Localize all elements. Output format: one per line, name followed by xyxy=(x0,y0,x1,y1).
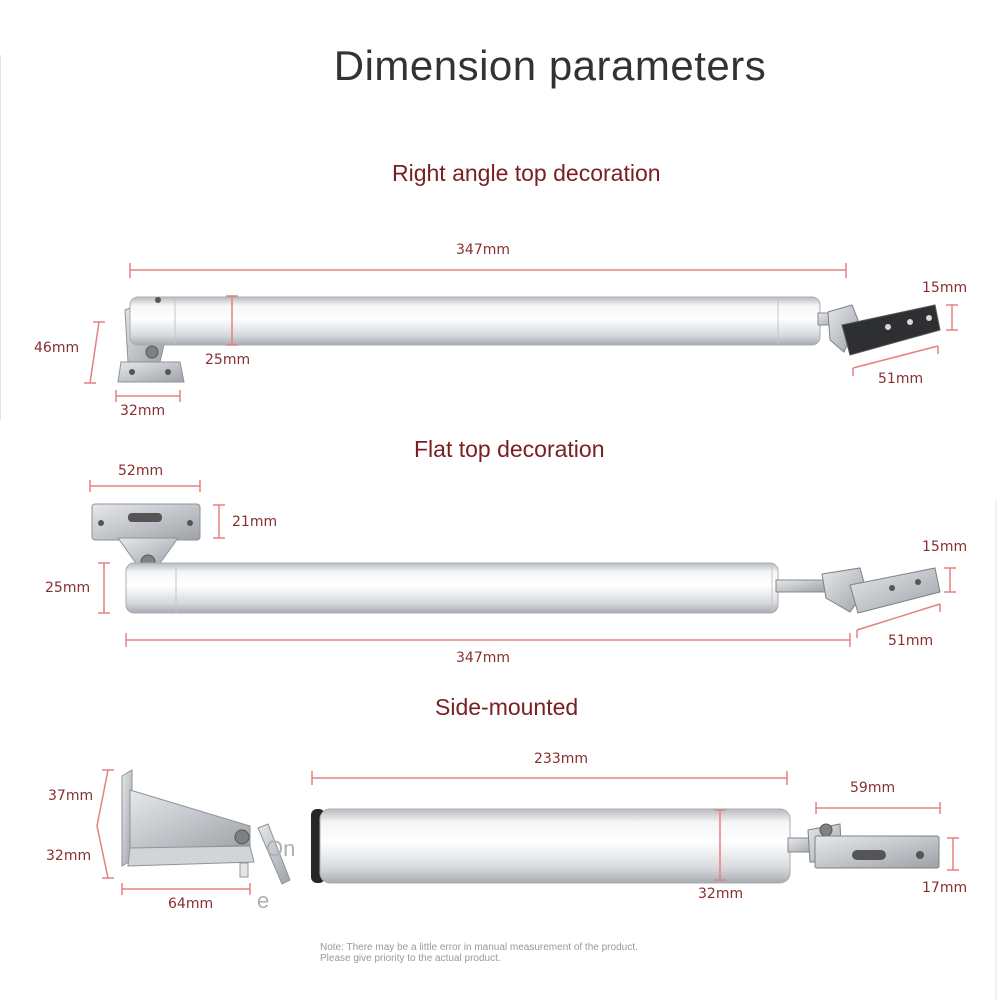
note-line: Note: There may be a little error in man… xyxy=(320,942,638,953)
plate-slot xyxy=(128,513,162,522)
screw-hole xyxy=(916,851,924,859)
pivot-bolt xyxy=(819,823,833,837)
watermark-text: e xyxy=(257,888,270,913)
note-line: Please give priority to the actual produ… xyxy=(320,953,501,964)
right-angle-dimension-lines xyxy=(84,263,958,402)
measurement-note: Note: There may be a little error in man… xyxy=(320,942,638,964)
flat-top-product xyxy=(91,503,941,614)
dim-plate-height: 21mm xyxy=(232,514,278,530)
heading-side-mounted: Side-mounted xyxy=(435,694,579,720)
side-mounted-product xyxy=(121,769,940,885)
side-mount-pin xyxy=(239,862,249,878)
screw-hole xyxy=(907,319,913,325)
dim-bracket-upper: 37mm xyxy=(48,788,94,804)
plate-slot xyxy=(852,850,886,860)
dim-end-width: 51mm xyxy=(888,633,934,649)
screw-hole xyxy=(885,324,891,330)
dim-bracket-width: 32mm xyxy=(120,403,166,419)
screw-hole xyxy=(98,520,104,526)
page-title: Dimension parameters xyxy=(333,42,767,89)
dim-end-height: 15mm xyxy=(922,539,968,555)
dim-tube-diameter: 25mm xyxy=(45,580,91,596)
dim-bracket-lower: 32mm xyxy=(46,848,92,864)
end-bracket-plate xyxy=(849,567,941,614)
flat-top-dimension-lines xyxy=(89,480,956,647)
dim-bracket-width: 64mm xyxy=(168,896,214,912)
end-bracket-plate xyxy=(841,304,941,356)
dim-end-width: 51mm xyxy=(878,371,924,387)
dim-end-width: 59mm xyxy=(850,780,896,796)
side-mount-base xyxy=(127,845,255,867)
side-mount-bracket xyxy=(129,789,251,851)
dim-tube-diameter: 32mm xyxy=(698,886,744,902)
heading-flat-top: Flat top decoration xyxy=(414,436,605,462)
heading-right-angle: Right angle top decoration xyxy=(392,160,661,186)
screw-hole xyxy=(165,369,171,375)
pivot-bolt xyxy=(145,345,159,359)
dim-tube-diameter: 25mm xyxy=(205,352,251,368)
pivot-bolt xyxy=(234,829,250,845)
gas-strut-tube xyxy=(129,296,821,346)
side-mounted-dimension-lines xyxy=(96,769,959,895)
screw-hole xyxy=(129,369,135,375)
gas-strut-tube xyxy=(125,562,779,614)
right-angle-product xyxy=(117,296,941,383)
dim-length-347: 347mm xyxy=(456,242,510,258)
side-mount-arm xyxy=(257,823,291,885)
dim-end-height: 15mm xyxy=(922,280,968,296)
dim-end-height: 17mm xyxy=(922,880,968,896)
screw-hole xyxy=(187,520,193,526)
dim-plate-width: 52mm xyxy=(118,463,164,479)
dim-length-233: 233mm xyxy=(534,751,588,767)
base-plate xyxy=(117,361,185,383)
dim-bracket-height: 46mm xyxy=(34,340,80,356)
piston-rod xyxy=(775,579,827,593)
tube-screw xyxy=(155,297,161,303)
watermark-text: On xyxy=(266,836,296,861)
screw-hole xyxy=(926,315,932,321)
dim-length-347: 347mm xyxy=(456,650,510,666)
screw-hole xyxy=(915,579,921,585)
screw-hole xyxy=(889,585,895,591)
